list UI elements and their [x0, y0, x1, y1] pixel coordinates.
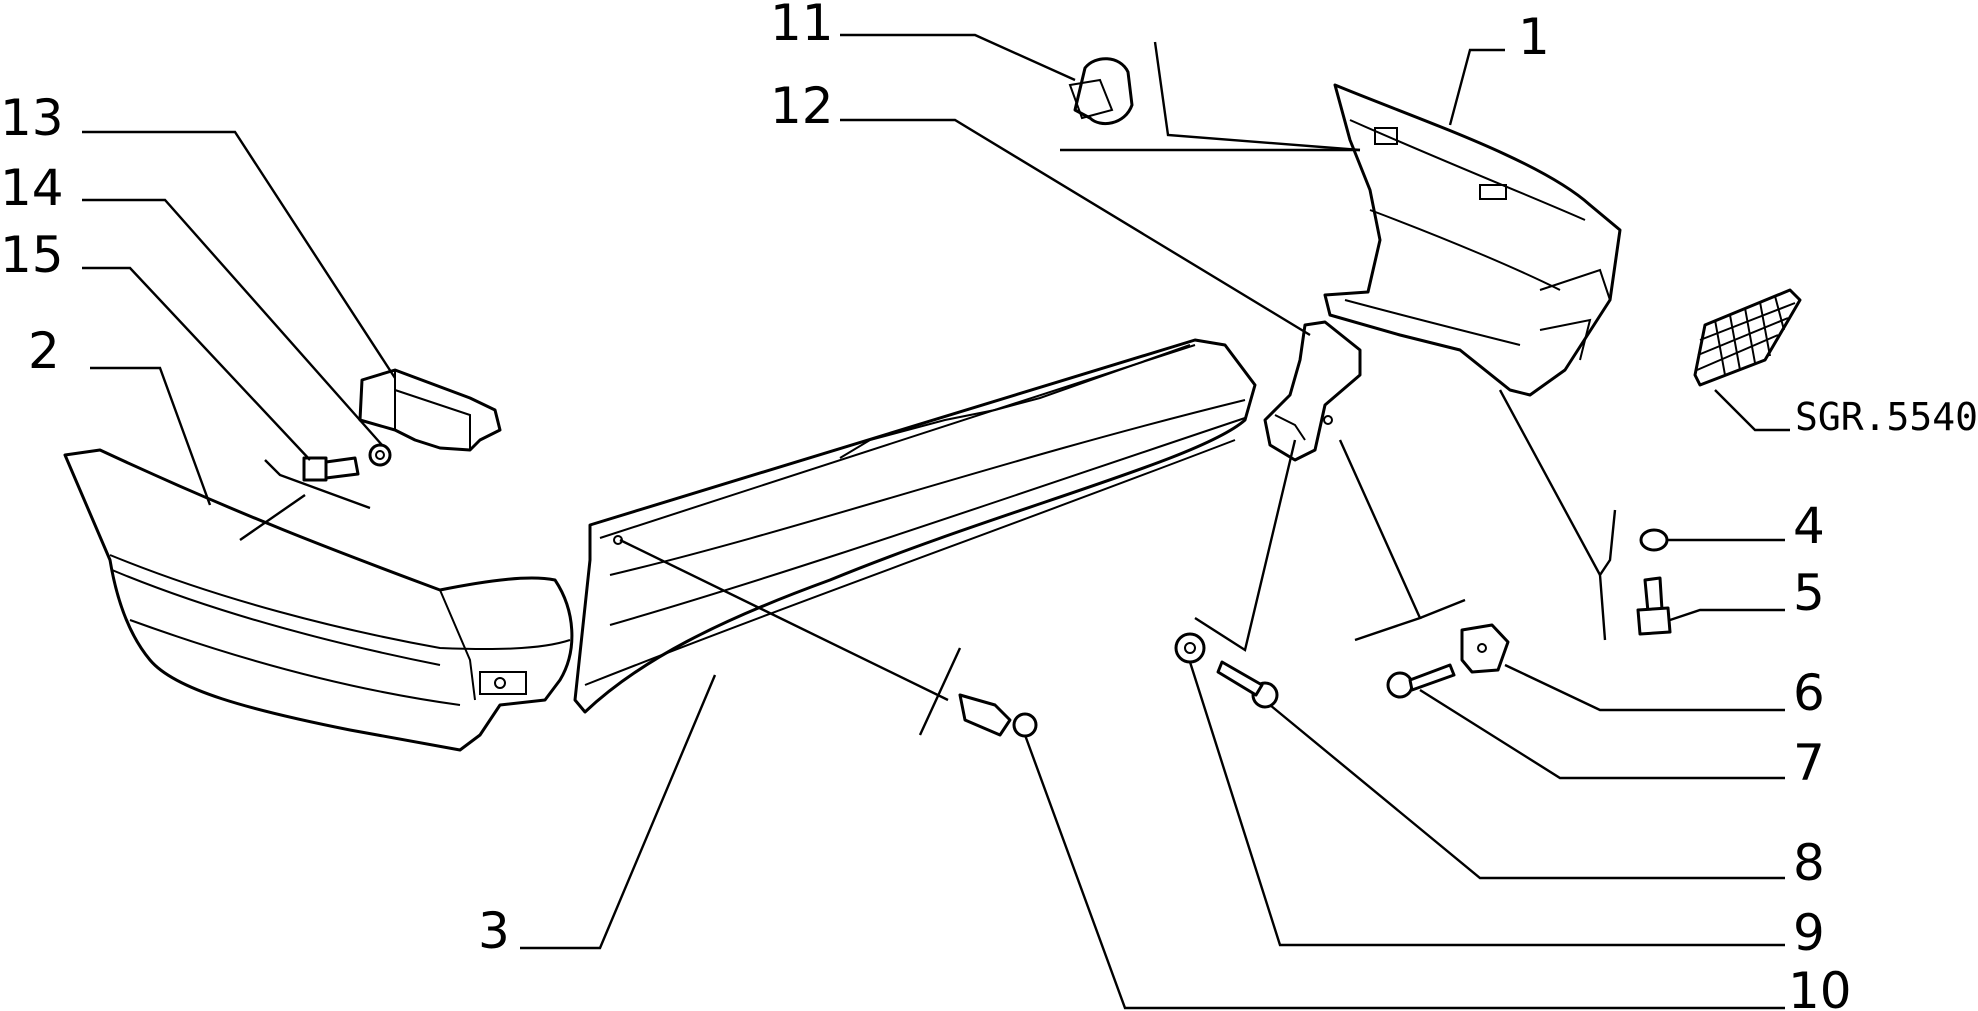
part-7-screw	[1386, 663, 1456, 699]
callout-1: 1	[1518, 8, 1550, 66]
part-6-clip-nut	[1460, 623, 1510, 674]
callout-4: 4	[1793, 497, 1825, 555]
callout-10: 10	[1788, 962, 1852, 1011]
callout-13: 13	[0, 89, 64, 147]
callout-5: 5	[1793, 564, 1825, 622]
part-12-bracket	[1263, 320, 1362, 462]
reference-code: SGR.55401	[1795, 395, 1978, 439]
part-2-left-bumper-end	[63, 448, 574, 752]
callout-7: 7	[1793, 734, 1825, 792]
callout-6: 6	[1793, 664, 1825, 722]
part-1-right-bumper-end	[1323, 83, 1622, 397]
callout-9: 9	[1793, 904, 1825, 962]
part-13-mounting-bracket	[358, 368, 502, 452]
callout-12: 12	[770, 77, 834, 135]
part-15-bolt	[302, 456, 360, 482]
part-8-screw	[1216, 660, 1279, 709]
callout-2: 2	[28, 322, 60, 380]
leader-lines	[82, 33, 1790, 1010]
part-10-push-clip	[958, 693, 1038, 738]
part-5-bolt	[1636, 576, 1672, 636]
callout-8: 8	[1793, 834, 1825, 892]
part-3-center-bumper-bar	[573, 338, 1257, 714]
callout-11: 11	[770, 0, 834, 52]
part-9-washer	[1174, 632, 1206, 664]
callout-15: 15	[0, 226, 64, 284]
callout-3: 3	[478, 902, 510, 960]
part-11-clip	[1068, 57, 1134, 126]
part-14-nut	[368, 443, 392, 467]
part-4-nut	[1639, 528, 1669, 552]
grid-symbol-icon	[1693, 288, 1802, 387]
callout-14: 14	[0, 159, 64, 217]
